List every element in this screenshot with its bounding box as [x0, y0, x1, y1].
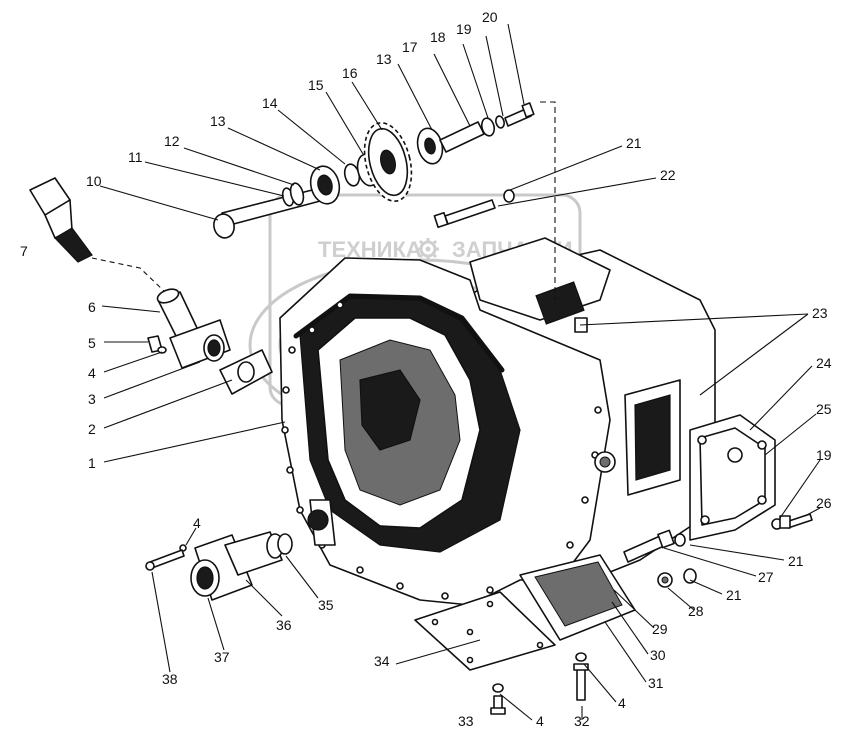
side-cover [689, 414, 776, 541]
callout-29: 29 [652, 621, 668, 637]
callout-33: 33 [458, 713, 474, 729]
callout-24: 24 [816, 355, 832, 371]
pipe-part-6 [147, 288, 273, 395]
callout-18: 18 [430, 29, 446, 45]
callout-4: 4 [536, 713, 544, 729]
hose-part-7 [29, 177, 166, 293]
callout-3: 3 [88, 391, 96, 407]
callout-15: 15 [308, 77, 324, 93]
callout-5: 5 [88, 335, 96, 351]
clutch-housing [279, 237, 716, 606]
callout-36: 36 [276, 617, 292, 633]
callout-34: 34 [374, 653, 390, 669]
sleeve-assembly [145, 531, 293, 601]
callout-21: 21 [626, 135, 642, 151]
callout-12: 12 [164, 133, 180, 149]
bottom-plate [414, 591, 556, 671]
callout-4: 4 [618, 695, 626, 711]
gear-icon [417, 238, 439, 260]
callout-21: 21 [788, 553, 804, 569]
callout-31: 31 [648, 675, 664, 691]
callout-23: 23 [812, 305, 828, 321]
callout-4: 4 [193, 515, 201, 531]
callout-6: 6 [88, 299, 96, 315]
bottom-hardware [490, 513, 813, 715]
callout-16: 16 [342, 65, 358, 81]
callout-26: 26 [816, 495, 832, 511]
callout-27: 27 [758, 569, 774, 585]
callout-4: 4 [88, 365, 96, 381]
callout-19: 19 [816, 447, 832, 463]
lower-cover [519, 554, 636, 641]
watermark-left-word: ТЕХНИКА [318, 237, 422, 262]
callout-38: 38 [162, 671, 178, 687]
callout-17: 17 [402, 39, 418, 55]
flange-bolt-holes [281, 301, 602, 600]
callout-labels: 20 19 18 17 13 16 15 14 13 12 11 10 21 2… [20, 9, 832, 729]
callout-20: 20 [482, 9, 498, 25]
callout-25: 25 [816, 401, 832, 417]
callout-10: 10 [86, 173, 102, 189]
leader-lines [99, 23, 821, 721]
shaft-assembly [213, 101, 556, 300]
callout-14: 14 [262, 95, 278, 111]
callout-13: 13 [376, 51, 392, 67]
callout-37: 37 [214, 649, 230, 665]
callout-7: 7 [20, 243, 28, 259]
callout-2: 2 [88, 421, 96, 437]
callout-13: 13 [210, 113, 226, 129]
callout-19: 19 [456, 21, 472, 37]
callout-30: 30 [650, 647, 666, 663]
callout-35: 35 [318, 597, 334, 613]
gear-16 [363, 122, 413, 202]
callout-11: 11 [128, 149, 143, 165]
callout-28: 28 [688, 603, 704, 619]
callout-32: 32 [574, 713, 590, 729]
bolt-22 [433, 189, 515, 229]
callout-1: 1 [88, 455, 96, 471]
callout-21: 21 [726, 587, 742, 603]
callout-22: 22 [660, 167, 676, 183]
